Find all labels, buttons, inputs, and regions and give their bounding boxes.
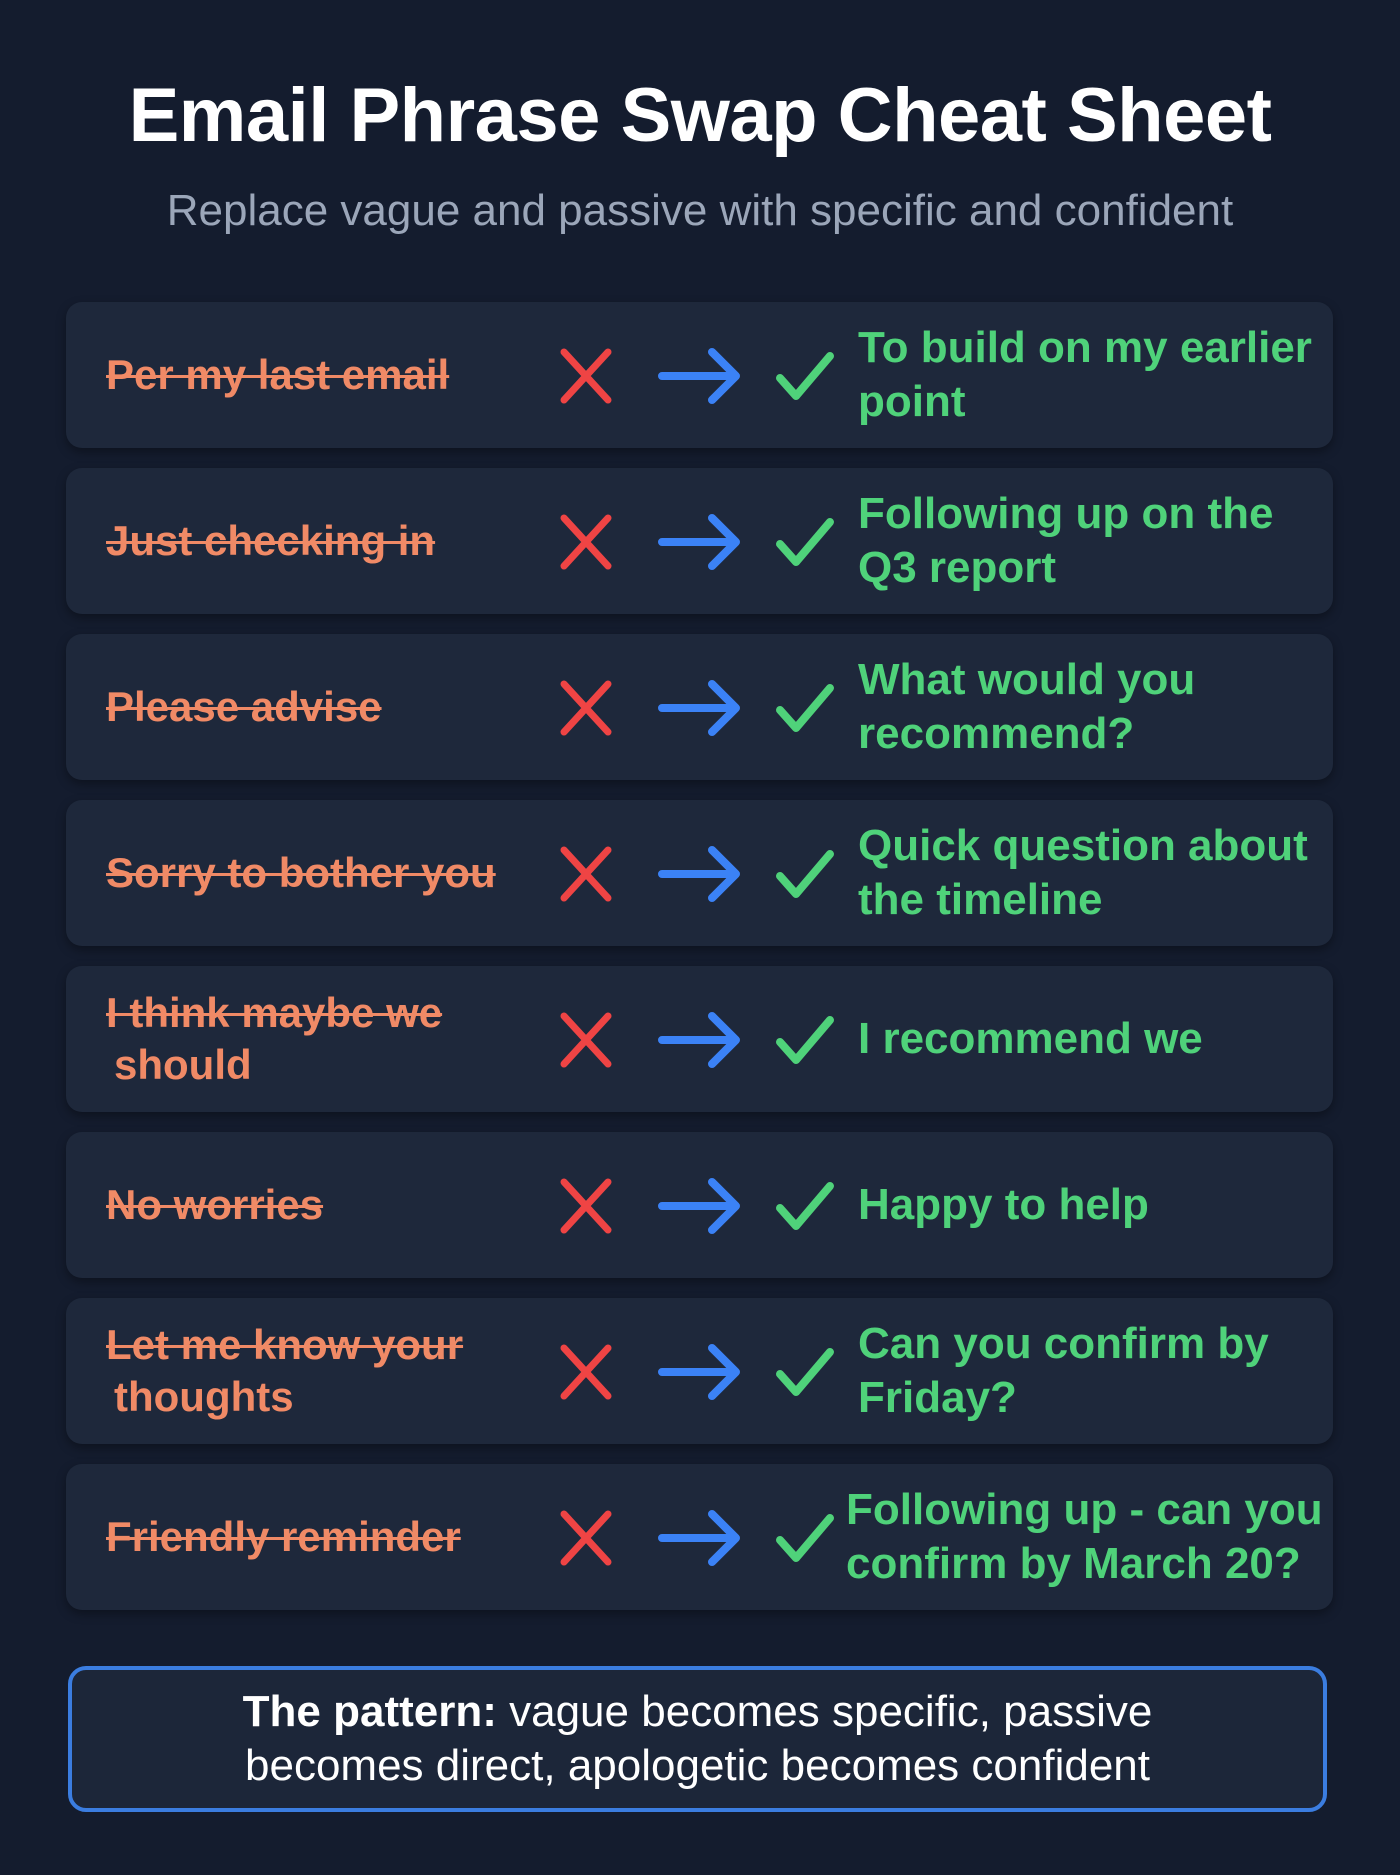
- after-phrase: Following up on the Q3 report: [858, 489, 1274, 592]
- before-phrase: I think maybe we should: [106, 966, 546, 1112]
- check-icon: [776, 850, 834, 898]
- after-phrase: To build on my earlier point: [858, 323, 1312, 426]
- check-icon: [776, 518, 834, 566]
- swap-row: No worries Happy to help: [66, 1132, 1333, 1278]
- arrow-right-icon: [658, 1178, 740, 1234]
- before-phrase-line1: Let me know your: [106, 1321, 464, 1368]
- swap-row: Per my last email To build on my earlier…: [66, 302, 1333, 448]
- pattern-text: vague becomes specific, passive becomes …: [245, 1687, 1153, 1790]
- pattern-summary: The pattern: vague becomes specific, pas…: [68, 1666, 1327, 1812]
- x-icon: [560, 1178, 612, 1234]
- arrow-right-icon: [658, 1344, 740, 1400]
- swap-row: Friendly reminder Following up - can you…: [66, 1464, 1333, 1610]
- arrow-right-icon: [658, 514, 740, 570]
- arrow-right-icon: [658, 846, 740, 902]
- x-icon: [560, 1344, 612, 1400]
- before-phrase-line1: I think maybe we: [106, 989, 443, 1036]
- swap-row: Just checking in Following up on the Q3 …: [66, 468, 1333, 614]
- before-phrase: Please advise: [106, 634, 546, 780]
- page-title: Email Phrase Swap Cheat Sheet: [128, 73, 1272, 158]
- pattern-label: The pattern:: [242, 1687, 497, 1736]
- x-icon: [560, 348, 612, 404]
- before-phrase: Per my last email: [106, 302, 546, 448]
- arrow-right-icon: [658, 680, 740, 736]
- before-phrase: Friendly reminder: [106, 1464, 546, 1610]
- after-phrase: Quick question about the timeline: [858, 821, 1308, 924]
- check-icon: [776, 1182, 834, 1230]
- before-phrase-line1: Per my last email: [106, 351, 450, 398]
- before-phrase-line1: No worries: [106, 1181, 324, 1228]
- check-icon: [776, 1348, 834, 1396]
- swap-row: Sorry to bother you Quick question about…: [66, 800, 1333, 946]
- check-icon: [776, 684, 834, 732]
- before-phrase-line2: thoughts: [114, 1373, 294, 1420]
- before-phrase: Sorry to bother you: [106, 800, 546, 946]
- before-phrase-line2: should: [114, 1041, 252, 1088]
- x-icon: [560, 514, 612, 570]
- check-icon: [776, 1016, 834, 1064]
- after-phrase: Can you confirm by Friday?: [858, 1319, 1269, 1422]
- after-phrase: What would you recommend?: [858, 655, 1196, 758]
- x-icon: [560, 846, 612, 902]
- after-phrase: Happy to help: [858, 1180, 1149, 1229]
- before-phrase-line1: Sorry to bother you: [106, 849, 496, 896]
- before-phrase: Just checking in: [106, 468, 546, 614]
- page-subtitle: Replace vague and passive with specific …: [166, 186, 1234, 235]
- swap-row: Please advise What would you recommend?: [66, 634, 1333, 780]
- before-phrase-line1: Friendly reminder: [106, 1513, 461, 1560]
- swap-row: Let me know your thoughts Can you confir…: [66, 1298, 1333, 1444]
- before-phrase-line1: Just checking in: [106, 517, 436, 564]
- x-icon: [560, 1012, 612, 1068]
- arrow-right-icon: [658, 1510, 740, 1566]
- x-icon: [560, 680, 612, 736]
- before-phrase-line1: Please advise: [106, 683, 382, 730]
- arrow-right-icon: [658, 1012, 740, 1068]
- after-phrase: Following up - can you confirm by March …: [846, 1485, 1323, 1588]
- x-icon: [560, 1510, 612, 1566]
- before-phrase: Let me know your thoughts: [106, 1298, 546, 1444]
- check-icon: [776, 1514, 834, 1562]
- check-icon: [776, 352, 834, 400]
- before-phrase: No worries: [106, 1132, 546, 1278]
- swap-row: I think maybe we should I recommend we: [66, 966, 1333, 1112]
- arrow-right-icon: [658, 348, 740, 404]
- after-phrase: I recommend we: [858, 1014, 1203, 1063]
